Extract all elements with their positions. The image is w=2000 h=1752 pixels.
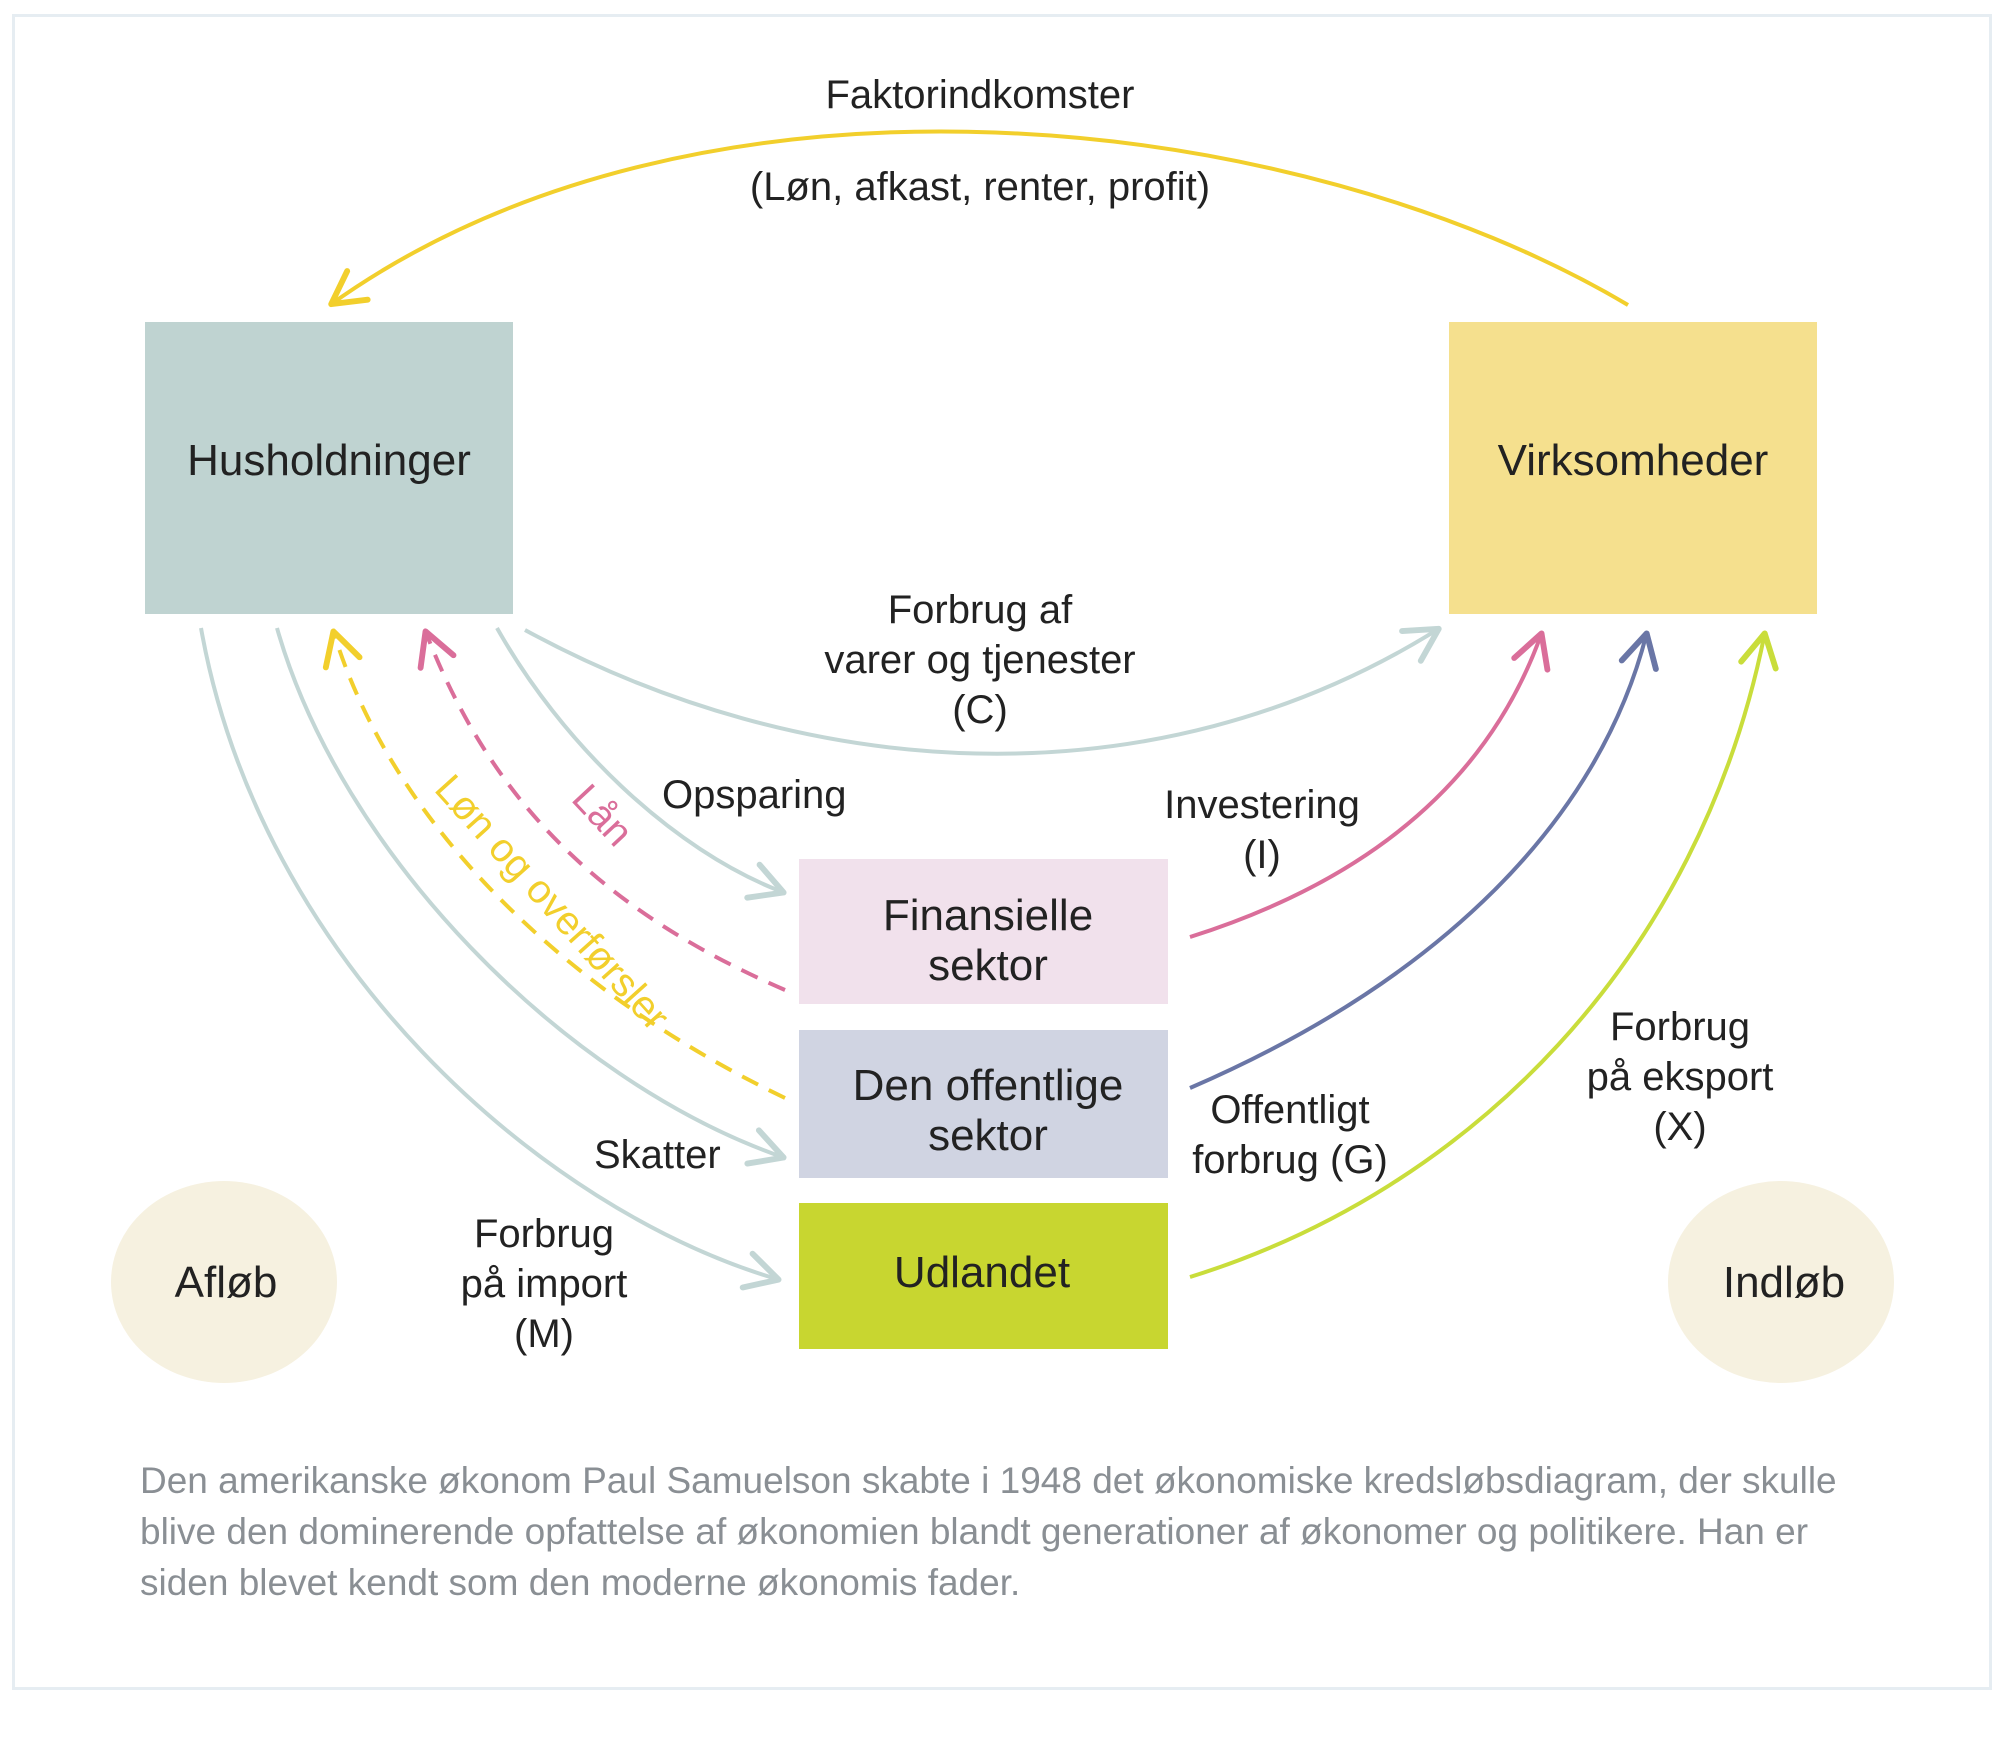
forbrug-eksport-label-line1: Forbrug	[1610, 1005, 1750, 1049]
loen-overfoersler-label: Løn og overførsler	[426, 767, 677, 1039]
caption-line: blive den dominerende opfattelse af økon…	[140, 1511, 1809, 1552]
forbrug-c-label-line1: Forbrug af	[888, 588, 1073, 632]
caption-line: siden blevet kendt som den moderne økono…	[140, 1562, 1021, 1603]
faktorindkomster-arrow	[328, 129, 1630, 308]
faktorindkomster-sublabel: (Løn, afkast, renter, profit)	[750, 165, 1210, 209]
offentligt-forbrug-label-line1: Offentligt	[1210, 1088, 1369, 1132]
forbrug-eksport-label-line3: (X)	[1653, 1105, 1706, 1149]
indloeb-label: Indløb	[1723, 1258, 1845, 1307]
laan-label: Lån	[563, 776, 641, 855]
forbrug-c-label-line2: varer og tjenester	[824, 638, 1135, 682]
udlandet-box: Udlandet	[799, 1203, 1168, 1349]
virksomheder-box: Virksomheder	[1449, 322, 1817, 614]
skatter-label: Skatter	[594, 1133, 721, 1177]
loen-overfoersler-arrow	[322, 628, 786, 1100]
forbrug-import-label-line1: Forbrug	[474, 1212, 614, 1256]
husholdninger-box: Husholdninger	[145, 322, 513, 614]
offentlige-label-line2: sektor	[928, 1111, 1048, 1160]
finansielle-label-line1: Finansielle	[883, 891, 1093, 940]
afloeb-ellipse: Afløb	[111, 1181, 337, 1383]
finansielle-sektor-box: Finansielle sektor	[799, 859, 1168, 1004]
investering-label-line2: (I)	[1243, 833, 1281, 877]
forbrug-eksport-label-line2: på eksport	[1587, 1055, 1774, 1099]
forbrug-import-arrow	[199, 627, 782, 1291]
figure-frame	[12, 14, 1992, 1690]
investering-label-line1: Investering	[1164, 783, 1360, 827]
faktorindkomster-label: Faktorindkomster	[826, 73, 1135, 117]
virksomheder-label: Virksomheder	[1498, 436, 1769, 485]
offentlige-sektor-box: Den offentlige sektor	[799, 1030, 1168, 1178]
afloeb-label: Afløb	[175, 1258, 278, 1307]
opsparing-arrow	[495, 627, 787, 901]
offentligt-forbrug-label-line2: forbrug (G)	[1192, 1138, 1388, 1182]
forbrug-c-label-line3: (C)	[952, 688, 1008, 732]
forbrug-c-arrow	[524, 625, 1442, 756]
forbrug-eksport-arrow	[1189, 630, 1779, 1279]
investering-arrow	[1189, 630, 1551, 939]
opsparing-label: Opsparing	[662, 773, 847, 817]
indloeb-ellipse: Indløb	[1668, 1181, 1894, 1383]
husholdninger-label: Husholdninger	[187, 436, 471, 485]
forbrug-import-label-line3: (M)	[514, 1312, 574, 1356]
offentlige-label-line1: Den offentlige	[853, 1061, 1124, 1110]
offentligt-forbrug-arrow	[1189, 630, 1659, 1090]
skatter-arrow	[275, 627, 787, 1167]
finansielle-label-line2: sektor	[928, 941, 1048, 990]
laan-arrow	[417, 628, 786, 992]
caption-line: Den amerikanske økonom Paul Samuelson sk…	[140, 1460, 1837, 1501]
figure-caption: Den amerikanske økonom Paul Samuelson sk…	[140, 1455, 1837, 1608]
forbrug-import-label-line2: på import	[461, 1262, 628, 1306]
udlandet-label: Udlandet	[894, 1248, 1070, 1297]
